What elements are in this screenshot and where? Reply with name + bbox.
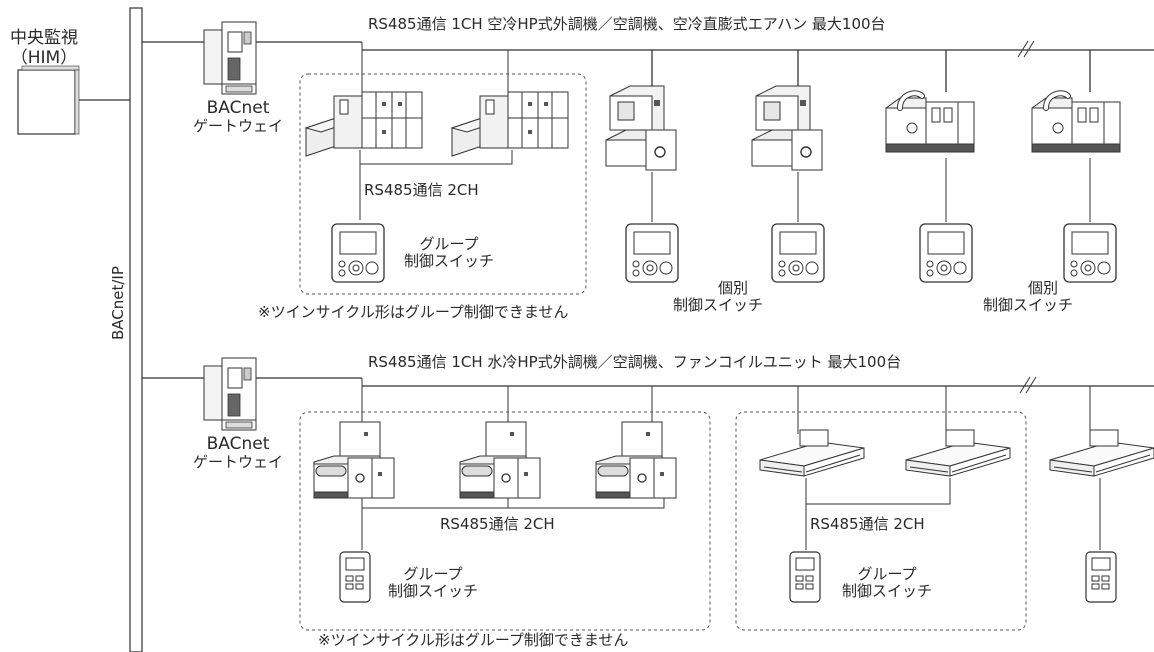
bottom-group-1-switch-label: グループ 制御スイッチ bbox=[378, 566, 488, 600]
central-monitor-sub: （HIM） bbox=[10, 48, 78, 68]
top-group-switch-label: グループ 制御スイッチ bbox=[394, 236, 504, 270]
gateway-bottom-label: BACnet ゲートウェイ bbox=[190, 434, 286, 471]
outdoor-unit-icon bbox=[451, 91, 569, 157]
individual-switch-label-2: 個別 制御スイッチ bbox=[976, 280, 1080, 314]
top-group-switch-line1: グループ bbox=[419, 235, 479, 253]
backbone-bus bbox=[129, 7, 143, 652]
bottom-group-1-rs485: RS485通信 2CH bbox=[440, 515, 555, 533]
group-box-bottom-1 bbox=[299, 411, 711, 631]
outdoor-unit-icon bbox=[886, 93, 974, 152]
wired-remote-icon bbox=[789, 551, 821, 603]
individual-1-line2: 制御スイッチ bbox=[672, 296, 763, 314]
fan-coil-unit-icon bbox=[759, 429, 865, 477]
top-group-note: ※ツインサイクル形はグループ制御できません bbox=[258, 303, 569, 321]
group-box-bottom-2 bbox=[735, 411, 1027, 631]
bottom-group-2-switch-line2: 制御スイッチ bbox=[841, 582, 932, 600]
wired-remote-icon bbox=[339, 551, 371, 603]
gateway-top-sub: ゲートウェイ bbox=[192, 117, 283, 135]
remote-controller-icon bbox=[1063, 223, 1117, 283]
outdoor-unit-icon bbox=[313, 421, 395, 499]
gateway-icon bbox=[203, 21, 257, 95]
top-group-switch-line2: 制御スイッチ bbox=[403, 252, 494, 270]
bottom-group-2-switch-line1: グループ bbox=[857, 565, 917, 583]
remote-controller-icon bbox=[919, 223, 973, 283]
outdoor-unit-icon bbox=[1032, 93, 1120, 152]
outdoor-unit-icon bbox=[459, 421, 541, 499]
outdoor-unit-icon bbox=[605, 85, 677, 171]
backbone-label: BACnet/IP bbox=[109, 266, 127, 340]
gateway-icon bbox=[203, 357, 257, 431]
fan-coil-unit-icon bbox=[1049, 429, 1154, 477]
central-monitor-icon bbox=[17, 65, 80, 135]
top-group-rs485: RS485通信 2CH bbox=[364, 181, 479, 199]
individual-2-line2: 制御スイッチ bbox=[982, 296, 1073, 314]
outdoor-unit-icon bbox=[751, 85, 823, 171]
fan-coil-unit-icon bbox=[905, 429, 1011, 477]
individual-switch-label-1: 個別 制御スイッチ bbox=[666, 280, 770, 314]
bottom-group-1-switch-line2: 制御スイッチ bbox=[387, 582, 478, 600]
remote-controller-icon bbox=[625, 223, 679, 283]
gateway-top-label: BACnet ゲートウェイ bbox=[190, 98, 286, 135]
gateway-bottom-name: BACnet bbox=[206, 434, 270, 454]
outdoor-unit-icon bbox=[595, 421, 677, 499]
group-box-top bbox=[299, 73, 587, 295]
bottom-bus-label: RS485通信 1CH 水冷HP式外調機／空調機、ファンコイルユニット 最大10… bbox=[368, 353, 902, 371]
individual-1-line1: 個別 bbox=[717, 279, 748, 297]
gateway-top-name: BACnet bbox=[206, 98, 270, 118]
central-monitor-title: 中央監視 bbox=[10, 28, 78, 48]
bottom-group-2-rs485: RS485通信 2CH bbox=[810, 515, 925, 533]
bottom-group-1-note: ※ツインサイクル形はグループ制御できません bbox=[318, 631, 629, 649]
top-bus-label: RS485通信 1CH 空冷HP式外調機／空調機、空冷直膨式エアハン 最大100… bbox=[368, 15, 886, 33]
bottom-group-1-switch-line1: グループ bbox=[403, 565, 463, 583]
gateway-bottom-sub: ゲートウェイ bbox=[192, 453, 283, 471]
central-monitor-label: 中央監視 （HIM） bbox=[6, 28, 82, 68]
remote-controller-icon bbox=[331, 223, 385, 283]
outdoor-unit-icon bbox=[305, 91, 423, 157]
bottom-group-2-switch-label: グループ 制御スイッチ bbox=[832, 566, 942, 600]
remote-controller-icon bbox=[771, 223, 825, 283]
wired-remote-icon bbox=[1085, 551, 1117, 603]
individual-2-line1: 個別 bbox=[1027, 279, 1058, 297]
